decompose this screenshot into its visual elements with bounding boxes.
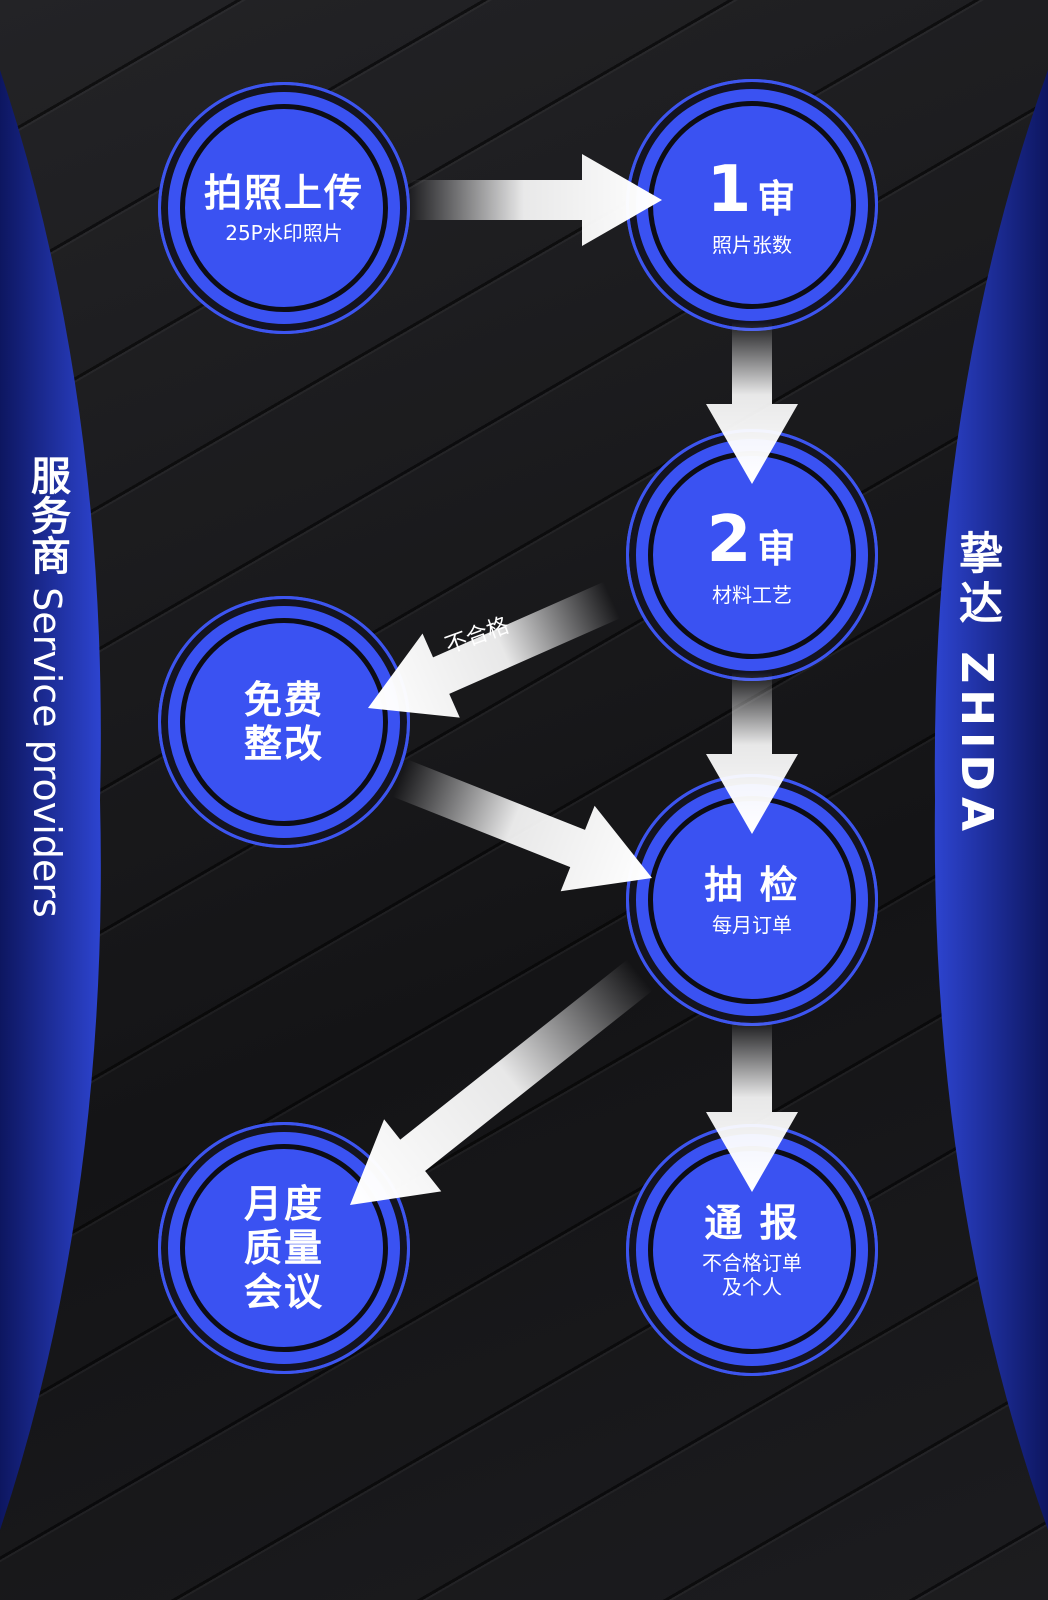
node-title: 质量 <box>243 1226 324 1270</box>
node-title: 拍照上传 <box>203 171 364 215</box>
node-title: 审 <box>757 527 798 571</box>
node-subtitle: 每月订单 <box>712 913 792 937</box>
left-panel-label: 服务商 Service providers <box>18 455 76 918</box>
node-spot-check: 抽 检 每月订单 <box>626 774 878 1026</box>
node-meeting: 月度 质量 会议 <box>158 1122 410 1374</box>
node-title: 抽 检 <box>704 863 800 907</box>
right-side-panel <box>934 70 1048 1530</box>
node-title: 审 <box>757 177 798 221</box>
right-panel-cn: 挚达 <box>951 530 1002 630</box>
node-notice: 通 报 不合格订单 及个人 <box>626 1124 878 1376</box>
right-panel-label: 挚达 ZHIDA <box>944 530 1008 837</box>
node-title: 免费 <box>243 678 324 722</box>
node-rectify: 免费 整改 <box>158 596 410 848</box>
node-subtitle: 照片张数 <box>712 233 792 257</box>
node-subtitle: 不合格订单 <box>702 1251 802 1275</box>
node-subtitle: 及个人 <box>722 1275 782 1299</box>
left-panel-en: Service providers <box>25 587 69 918</box>
left-panel-cn: 服务商 <box>24 455 70 575</box>
node-subtitle: 材料工艺 <box>712 583 792 607</box>
node-title: 月度 <box>243 1182 324 1226</box>
node-title: 通 报 <box>704 1201 800 1245</box>
node-upload: 拍照上传 25P水印照片 <box>158 82 410 334</box>
node-title: 整改 <box>243 722 324 766</box>
node-number: 1 <box>706 153 752 227</box>
right-panel-en: ZHIDA <box>951 651 1002 838</box>
node-number: 2 <box>706 503 752 577</box>
node-title: 会议 <box>243 1270 324 1314</box>
left-side-panel <box>0 70 101 1530</box>
node-subtitle: 25P水印照片 <box>225 221 343 245</box>
